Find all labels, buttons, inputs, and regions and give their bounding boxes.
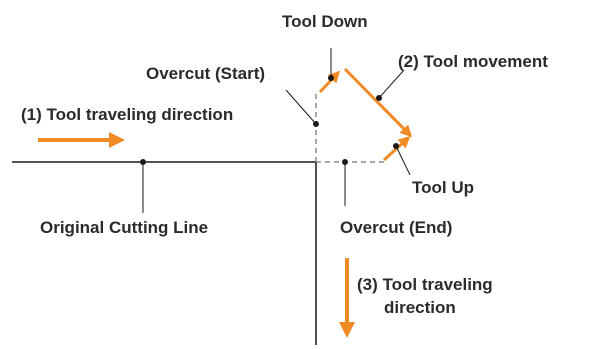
- tool-traveling-direction-3-label-line1: (3) Tool traveling: [357, 275, 493, 294]
- overcut-end-label: Overcut (End): [340, 218, 453, 237]
- overcut-start-dot: [313, 121, 319, 127]
- tool-traveling-direction-3-label-line2: direction: [384, 298, 456, 317]
- overcut-end-dot: [342, 159, 348, 165]
- tool-movement-leader: [378, 69, 405, 99]
- tool-up-arrow: [382, 135, 411, 162]
- tool-down-dot: [328, 75, 334, 81]
- tool-movement-dot: [376, 95, 382, 101]
- original-cutting-line-dot: [140, 159, 146, 165]
- tool-traveling-direction-1-label: (1) Tool traveling direction: [21, 105, 234, 124]
- tool-movement-label: (2) Tool movement: [398, 52, 548, 71]
- tool-up-leader: [395, 145, 411, 176]
- tool-up-label: Tool Up: [412, 178, 474, 197]
- tool-down-label: Tool Down: [282, 12, 368, 31]
- original-cutting-line-label: Original Cutting Line: [40, 218, 209, 237]
- tool-up-dot: [393, 143, 399, 149]
- overcut-start-leader: [285, 89, 317, 125]
- tool-movement-arrow: [343, 67, 413, 138]
- overcut-start-label: Overcut (Start): [146, 64, 266, 83]
